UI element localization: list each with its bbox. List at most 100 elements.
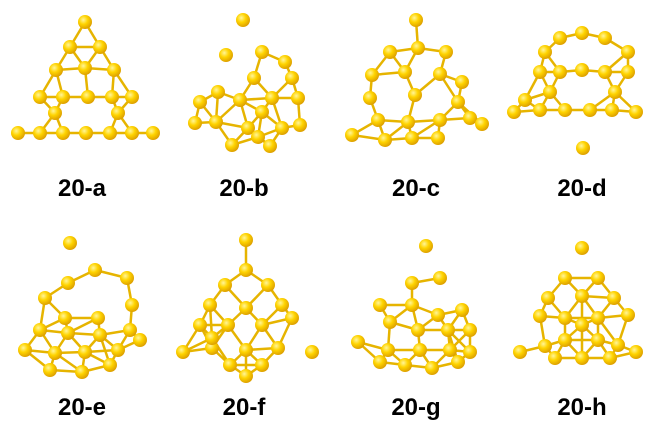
atom [611,338,625,352]
atom [558,271,572,285]
cluster-20-d [507,26,643,155]
atom [433,271,447,285]
atom [239,301,253,315]
atom [33,323,47,337]
atom [255,358,269,372]
atom [629,345,643,359]
atom [221,318,235,332]
atoms-layer [11,13,643,383]
atom [188,116,202,130]
atom [607,291,621,305]
cluster-20-b [188,13,307,153]
atom [176,345,190,359]
atom [223,358,237,372]
atom [558,333,572,347]
atom [575,289,589,303]
atom [575,351,589,365]
atom [146,126,160,140]
cluster-20-g [351,239,477,375]
atom [401,115,415,129]
atom [263,139,277,153]
atom [233,93,247,107]
atom [439,45,453,59]
atom [11,126,25,140]
atom [203,298,217,312]
atom [239,343,253,357]
atom [211,85,225,99]
cluster-label-20-b: 20-b [219,175,269,202]
atom [125,298,139,312]
atom [541,291,555,305]
atom [405,131,419,145]
atom [103,358,117,372]
atom [107,63,121,77]
atom [431,131,445,145]
cluster-20-h [513,241,643,365]
atom [43,363,57,377]
atom [441,323,455,337]
cluster-label-20-d: 20-d [557,175,607,202]
cluster-20-e [18,236,147,379]
cluster-label-20-h: 20-h [557,394,607,421]
atom [408,88,422,102]
atom [48,106,62,120]
atom [575,63,589,77]
atom [451,355,465,369]
atom [409,13,423,27]
atom [383,315,397,329]
atom [105,90,119,104]
atom [575,241,589,255]
atom [363,91,377,105]
atom [621,308,635,322]
atom [261,278,275,292]
cluster-20-f [176,233,319,383]
atom [255,45,269,59]
atom [236,13,250,27]
atom [433,113,447,127]
atom [239,233,253,247]
cluster-20-c [345,13,489,147]
atom [455,303,469,317]
atom [381,343,395,357]
atom [75,365,89,379]
atom [93,40,107,54]
atom [251,130,265,144]
atom [81,90,95,104]
atom [255,105,269,119]
atom [123,323,137,337]
atom [49,63,63,77]
atom [218,278,232,292]
atom [621,65,635,79]
atom [608,85,622,99]
atom [120,271,134,285]
atom [518,93,532,107]
atom [91,311,105,325]
atom [38,291,52,305]
atom [605,103,619,117]
atom [205,341,219,355]
atom [285,71,299,85]
atom [125,90,139,104]
cluster-label-20-g: 20-g [391,394,441,421]
atom [591,271,605,285]
atom [598,65,612,79]
atom [56,90,70,104]
atom [239,369,253,383]
atom [425,361,439,375]
atom [111,343,125,357]
atom [507,105,521,119]
atom [543,85,557,99]
atom [225,138,239,152]
atom [378,133,392,147]
atom [219,48,233,62]
atom [88,263,102,277]
atom [455,75,469,89]
atom [275,298,289,312]
atom [591,311,605,325]
atom [558,103,572,117]
cluster-label-20-f: 20-f [222,394,266,421]
atom [373,298,387,312]
atom [371,113,385,127]
atom [193,318,207,332]
